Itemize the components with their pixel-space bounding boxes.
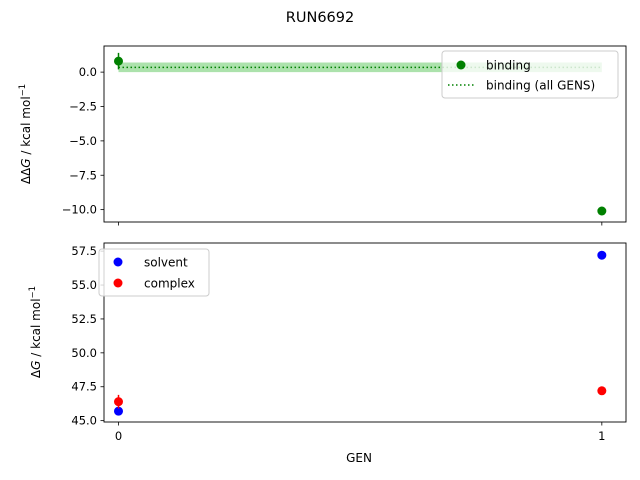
binding-y-tick-label: 0.0 <box>79 65 97 79</box>
dg-y-label-exp: −1 <box>28 286 38 299</box>
point-binding <box>114 56 123 66</box>
point-binding <box>597 206 607 216</box>
binding-y-label-var: G <box>19 158 33 167</box>
legend-label-binding-all: binding (all GENS) <box>486 79 595 93</box>
binding-y-label: ΔΔG / kcal mol−1 <box>18 84 33 184</box>
x-axis-label: GEN <box>346 451 372 465</box>
dg-y-label-var: G <box>29 361 43 370</box>
binding-legend: binding binding (all GENS) <box>441 50 619 99</box>
binding-marks <box>114 52 607 216</box>
dg-x-tick-label: 0 <box>115 429 122 443</box>
band-binding-all-gens <box>118 62 602 73</box>
binding-y-tick-label: −2.5 <box>69 100 97 114</box>
point-solvent <box>597 250 607 260</box>
binding-panel-frame <box>103 45 627 223</box>
binding-y-ticks: 0.0 −2.5 −5.0 −7.5 −10.0 <box>62 65 104 217</box>
binding-x-ticks <box>118 222 603 226</box>
binding-y-tick-label: −10.0 <box>62 203 97 217</box>
dg-panel-frame <box>103 242 627 423</box>
dg-y-ticks: 45.0 47.5 50.0 52.5 55.0 57.5 <box>71 244 104 428</box>
dg-y-label-unit: / kcal mol <box>29 298 43 360</box>
binding-y-label-prefix: ΔΔ <box>19 167 33 184</box>
legend-label-binding: binding <box>486 59 531 73</box>
figure-title: RUN6692 <box>286 10 354 26</box>
dg-legend-box <box>98 248 210 297</box>
dg-marks <box>114 250 607 416</box>
binding-y-label-exp: −1 <box>18 84 28 97</box>
legend-label-solvent: solvent <box>144 256 188 270</box>
binding-y-tick-label: −5.0 <box>69 134 97 148</box>
legend-marker-complex <box>113 278 123 288</box>
point-solvent <box>114 406 123 416</box>
dg-legend: solvent complex <box>98 248 210 297</box>
dg-y-tick-label: 55.0 <box>71 278 97 292</box>
dg-y-label: ΔG / kcal mol−1 <box>28 286 43 378</box>
dg-y-tick-label: 50.0 <box>71 346 97 360</box>
legend-marker-solvent <box>113 257 123 267</box>
point-complex <box>114 397 123 407</box>
dg-y-tick-label: 52.5 <box>71 312 97 326</box>
dg-y-label-prefix: Δ <box>29 369 43 378</box>
binding-y-label-unit: / kcal mol <box>19 96 33 158</box>
dg-y-tick-label: 45.0 <box>71 414 97 428</box>
point-complex <box>597 386 607 396</box>
binding-legend-box <box>441 50 619 99</box>
dg-y-tick-label: 57.5 <box>71 244 97 258</box>
dg-x-tick-label: 1 <box>598 429 605 443</box>
legend-label-complex: complex <box>144 277 195 291</box>
legend-marker-binding <box>456 60 466 70</box>
binding-y-tick-label: −7.5 <box>69 168 97 182</box>
binding-panel: 0.0 −2.5 −5.0 −7.5 −10.0 ΔΔG / kcal mol−1 bi… <box>18 45 627 226</box>
dg-y-tick-label: 47.5 <box>71 380 97 394</box>
